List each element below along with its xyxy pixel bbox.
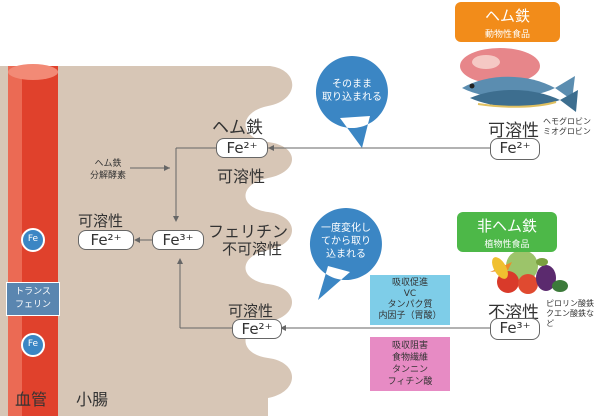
soluble-bottom-label: 可溶性	[228, 302, 274, 320]
fe-ball-bottom-label: Fe	[27, 339, 39, 349]
bubble-changed-shape	[309, 208, 382, 300]
absorption-promote-item: タンパク質	[387, 300, 433, 310]
fe-ball-top-label: Fe	[27, 234, 39, 244]
fe2-mid-text: Fe²⁺	[226, 139, 258, 157]
soluble-mid-label: 可溶性	[217, 167, 266, 186]
bubble-direct-shape	[315, 56, 388, 148]
nonheme-panel-title: 非ヘム鉄	[476, 217, 537, 235]
absorption-inhibit-item: タンニン	[391, 365, 428, 375]
absorption-inhibit-item: 食物繊維	[391, 353, 428, 363]
fe2-mid-box: Fe²⁺	[216, 138, 268, 158]
vegetables-illustration	[490, 250, 568, 294]
fe3-right-text: Fe³⁺	[499, 319, 531, 337]
fe3-right-box: Fe³⁺	[490, 318, 540, 340]
fe-ball-bottom: Fe	[21, 333, 45, 357]
heme-panel-note: ヘモグロビン ミオグロビン	[543, 117, 591, 136]
fe-ball-top: Fe	[21, 228, 45, 252]
absorption-promote-item: VC	[403, 289, 417, 299]
heme-panel-header: ヘム鉄 動物性食品	[455, 2, 560, 42]
fe2-left-box: Fe²⁺	[78, 230, 134, 250]
fe2-left-text: Fe²⁺	[90, 231, 122, 249]
nonheme-panel-header: 非ヘム鉄 植物性食品	[457, 212, 557, 252]
nonheme-panel-subtitle: 植物性食品	[484, 240, 530, 250]
small-intestine-label: 小腸	[76, 390, 109, 409]
insoluble-mid-label: 不可溶性	[222, 240, 283, 258]
heme-panel-subtitle: 動物性食品	[484, 30, 530, 40]
fe2-right-box: Fe²⁺	[490, 138, 540, 160]
absorption-inhibit-box: 吸収阻害 食物繊維 タンニン フィチン酸	[370, 337, 450, 391]
nonheme-panel-note: ピロリン酸鉄 クエン酸鉄など	[546, 299, 594, 328]
fe3-mid-box: Fe³⁺	[152, 230, 204, 250]
fe2-right-text: Fe²⁺	[499, 139, 531, 157]
absorption-promote-title: 吸収促進	[391, 278, 428, 288]
absorption-inhibit-title: 吸収阻害	[391, 341, 428, 351]
ferritin-label: フェリチン	[208, 222, 289, 241]
transferrin-label: トランス フェリン	[14, 287, 51, 310]
soluble-left-label: 可溶性	[78, 212, 124, 230]
blood-vessel-label: 血管	[15, 390, 48, 409]
transferrin-box: トランス フェリン	[6, 282, 60, 316]
soluble-right-label: 可溶性	[488, 121, 539, 141]
absorption-promote-item: 内因子（胃酸）	[378, 311, 442, 321]
heme-iron-mid-label: ヘム鉄	[212, 118, 263, 138]
bubble-changed-text: 一度変化し てから取り 込まれる	[321, 223, 371, 260]
fe2-bottom-text: Fe²⁺	[241, 320, 273, 338]
bubble-direct-text: そのまま 取り込まれる	[322, 79, 382, 103]
meat-fish-illustration	[460, 48, 578, 112]
fe3-mid-text: Fe³⁺	[162, 231, 194, 249]
heme-panel-title: ヘム鉄	[484, 7, 530, 25]
fe2-bottom-box: Fe²⁺	[232, 319, 282, 339]
absorption-inhibit-item: フィチン酸	[387, 377, 433, 387]
heme-enzyme-label: ヘム鉄 分解酵素	[90, 159, 127, 181]
absorption-promote-box: 吸収促進 VC タンパク質 内因子（胃酸）	[370, 275, 450, 325]
